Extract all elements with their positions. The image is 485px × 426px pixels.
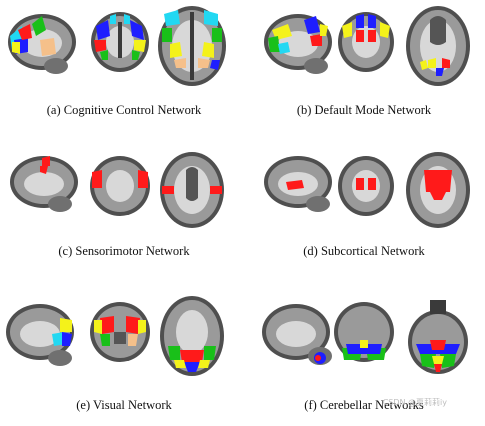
coronal-slice bbox=[334, 302, 394, 362]
axial-slice bbox=[406, 152, 470, 228]
panel-c: (c) Sensorimotor Network bbox=[4, 148, 244, 286]
sagittal-slice bbox=[264, 14, 332, 74]
panel-d: (d) Subcortical Network bbox=[244, 148, 484, 286]
axial-slice bbox=[160, 296, 224, 376]
sagittal-slice bbox=[8, 14, 76, 74]
coronal-slice bbox=[90, 156, 150, 216]
panel-e: (e) Visual Network bbox=[4, 288, 244, 426]
caption-b: (b) Default Mode Network bbox=[296, 103, 432, 117]
axial-slice bbox=[158, 6, 226, 86]
caption-f: (f) Cerebellar Networks bbox=[304, 398, 424, 412]
brain-slices-f bbox=[262, 300, 468, 374]
brain-slices-e bbox=[6, 296, 224, 376]
coronal-slice bbox=[338, 12, 394, 72]
axial-slice bbox=[406, 6, 470, 86]
axial-slice bbox=[160, 152, 224, 228]
sagittal-slice bbox=[10, 156, 78, 212]
caption-d: (d) Subcortical Network bbox=[303, 244, 425, 258]
caption-e: (e) Visual Network bbox=[76, 398, 172, 412]
panel-a: (a) Cognitive Control Network bbox=[4, 2, 244, 140]
caption-a: (a) Cognitive Control Network bbox=[46, 103, 202, 117]
panel-f: (f) Cerebellar Networks bbox=[244, 288, 484, 426]
watermark: CSDN @夏莉莉iy bbox=[382, 398, 447, 407]
brain-slices-c bbox=[10, 152, 224, 228]
coronal-slice bbox=[90, 302, 150, 362]
brain-slices-a bbox=[8, 6, 226, 86]
axial-slice bbox=[408, 300, 468, 374]
brain-slices-b bbox=[264, 6, 470, 86]
sagittal-slice bbox=[264, 156, 332, 212]
panel-b: (b) Default Mode Network bbox=[244, 2, 484, 140]
brain-slices-d bbox=[264, 152, 470, 228]
sagittal-slice bbox=[262, 304, 332, 365]
coronal-slice bbox=[338, 156, 394, 216]
caption-c: (c) Sensorimotor Network bbox=[58, 244, 190, 258]
sagittal-slice bbox=[6, 304, 74, 366]
coronal-slice bbox=[91, 12, 149, 72]
